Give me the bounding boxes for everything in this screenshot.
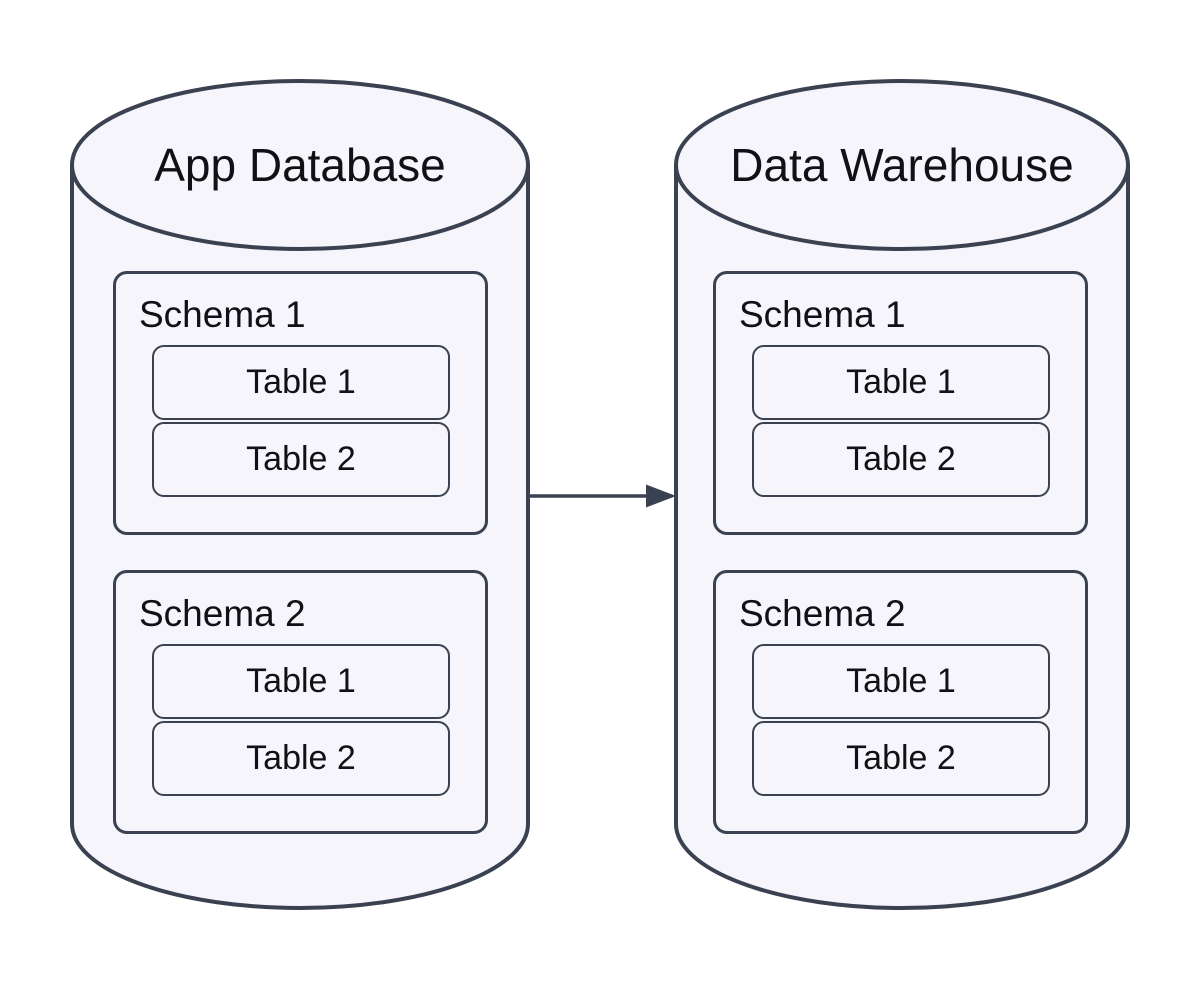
app-database-title: App Database — [154, 139, 446, 191]
schema-box-app-schema-2: Schema 2 Table 1 Table 2 — [113, 570, 488, 834]
schema-label: Schema 2 — [139, 593, 306, 634]
table-label: Table 1 — [846, 363, 956, 401]
flow-arrow — [529, 484, 676, 508]
table-label: Table 1 — [246, 662, 356, 700]
table-box: Table 1 — [152, 644, 450, 719]
cylinder-top-ellipse — [674, 79, 1130, 251]
table-label: Table 1 — [246, 363, 356, 401]
table-label: Table 2 — [846, 440, 956, 478]
table-label: Table 2 — [846, 739, 956, 777]
table-box: Table 2 — [152, 721, 450, 796]
table-box: Table 1 — [152, 345, 450, 420]
table-label: Table 2 — [246, 739, 356, 777]
arrow-head-icon — [646, 484, 676, 508]
table-box: Table 2 — [752, 422, 1050, 497]
table-box: Table 2 — [752, 721, 1050, 796]
schema-box-warehouse-schema-1: Schema 1 Table 1 Table 2 — [713, 271, 1088, 535]
schema-box-warehouse-schema-2: Schema 2 Table 1 Table 2 — [713, 570, 1088, 834]
schema-box-app-schema-1: Schema 1 Table 1 Table 2 — [113, 271, 488, 535]
table-box: Table 1 — [752, 644, 1050, 719]
schema-label: Schema 2 — [739, 593, 906, 634]
table-label: Table 1 — [846, 662, 956, 700]
schema-label: Schema 1 — [139, 294, 306, 335]
table-box: Table 2 — [152, 422, 450, 497]
table-box: Table 1 — [752, 345, 1050, 420]
table-label: Table 2 — [246, 440, 356, 478]
data-warehouse-title: Data Warehouse — [730, 139, 1074, 191]
schema-label: Schema 1 — [739, 294, 906, 335]
cylinder-top-ellipse — [70, 79, 530, 251]
